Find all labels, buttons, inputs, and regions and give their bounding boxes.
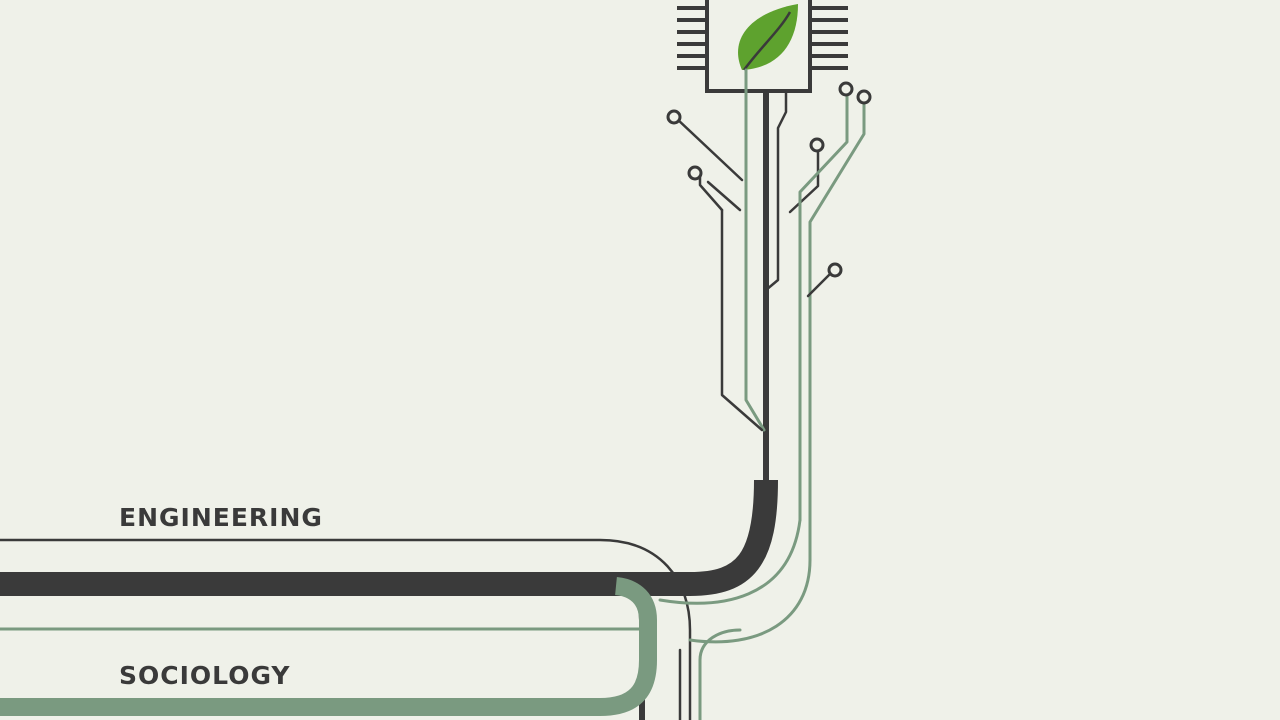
green-branch-right: [798, 88, 849, 522]
terminal-circle: [838, 81, 854, 97]
flow-lines: [0, 479, 812, 720]
dark-branch-mid-left: [706, 180, 742, 212]
engineering-thick-line: [0, 479, 778, 596]
circuit-terminals: [666, 81, 872, 278]
leaf-vein: [742, 11, 792, 71]
chip-body: [705, 0, 812, 93]
microchip-icon: [677, 0, 848, 93]
terminal-circle: [827, 262, 843, 278]
sociology-thick-line: [0, 577, 657, 716]
green-rise-1: [658, 518, 802, 605]
terminal-circle: [856, 89, 872, 105]
chip-pins-left: [677, 6, 705, 70]
engineering-thin-line: [0, 538, 692, 720]
engineering-label: ENGINEERING: [119, 503, 323, 532]
circuit-branches: [674, 68, 866, 562]
green-rise-3: [698, 628, 742, 720]
terminal-circle: [809, 137, 825, 153]
green-rise-2: [688, 558, 812, 644]
dark-branch-far-left: [674, 116, 744, 182]
dark-branch-right-inner: [764, 90, 788, 292]
chip-pins-right: [812, 6, 848, 70]
terminal-circle: [687, 165, 703, 181]
sociology-label: SOCIOLOGY: [119, 661, 291, 690]
green-trunk-left: [744, 68, 766, 432]
terminal-circle: [666, 109, 682, 125]
dark-branch-left: [720, 208, 764, 432]
green-branch-far-right: [808, 95, 866, 562]
leaf-icon: [738, 4, 798, 71]
